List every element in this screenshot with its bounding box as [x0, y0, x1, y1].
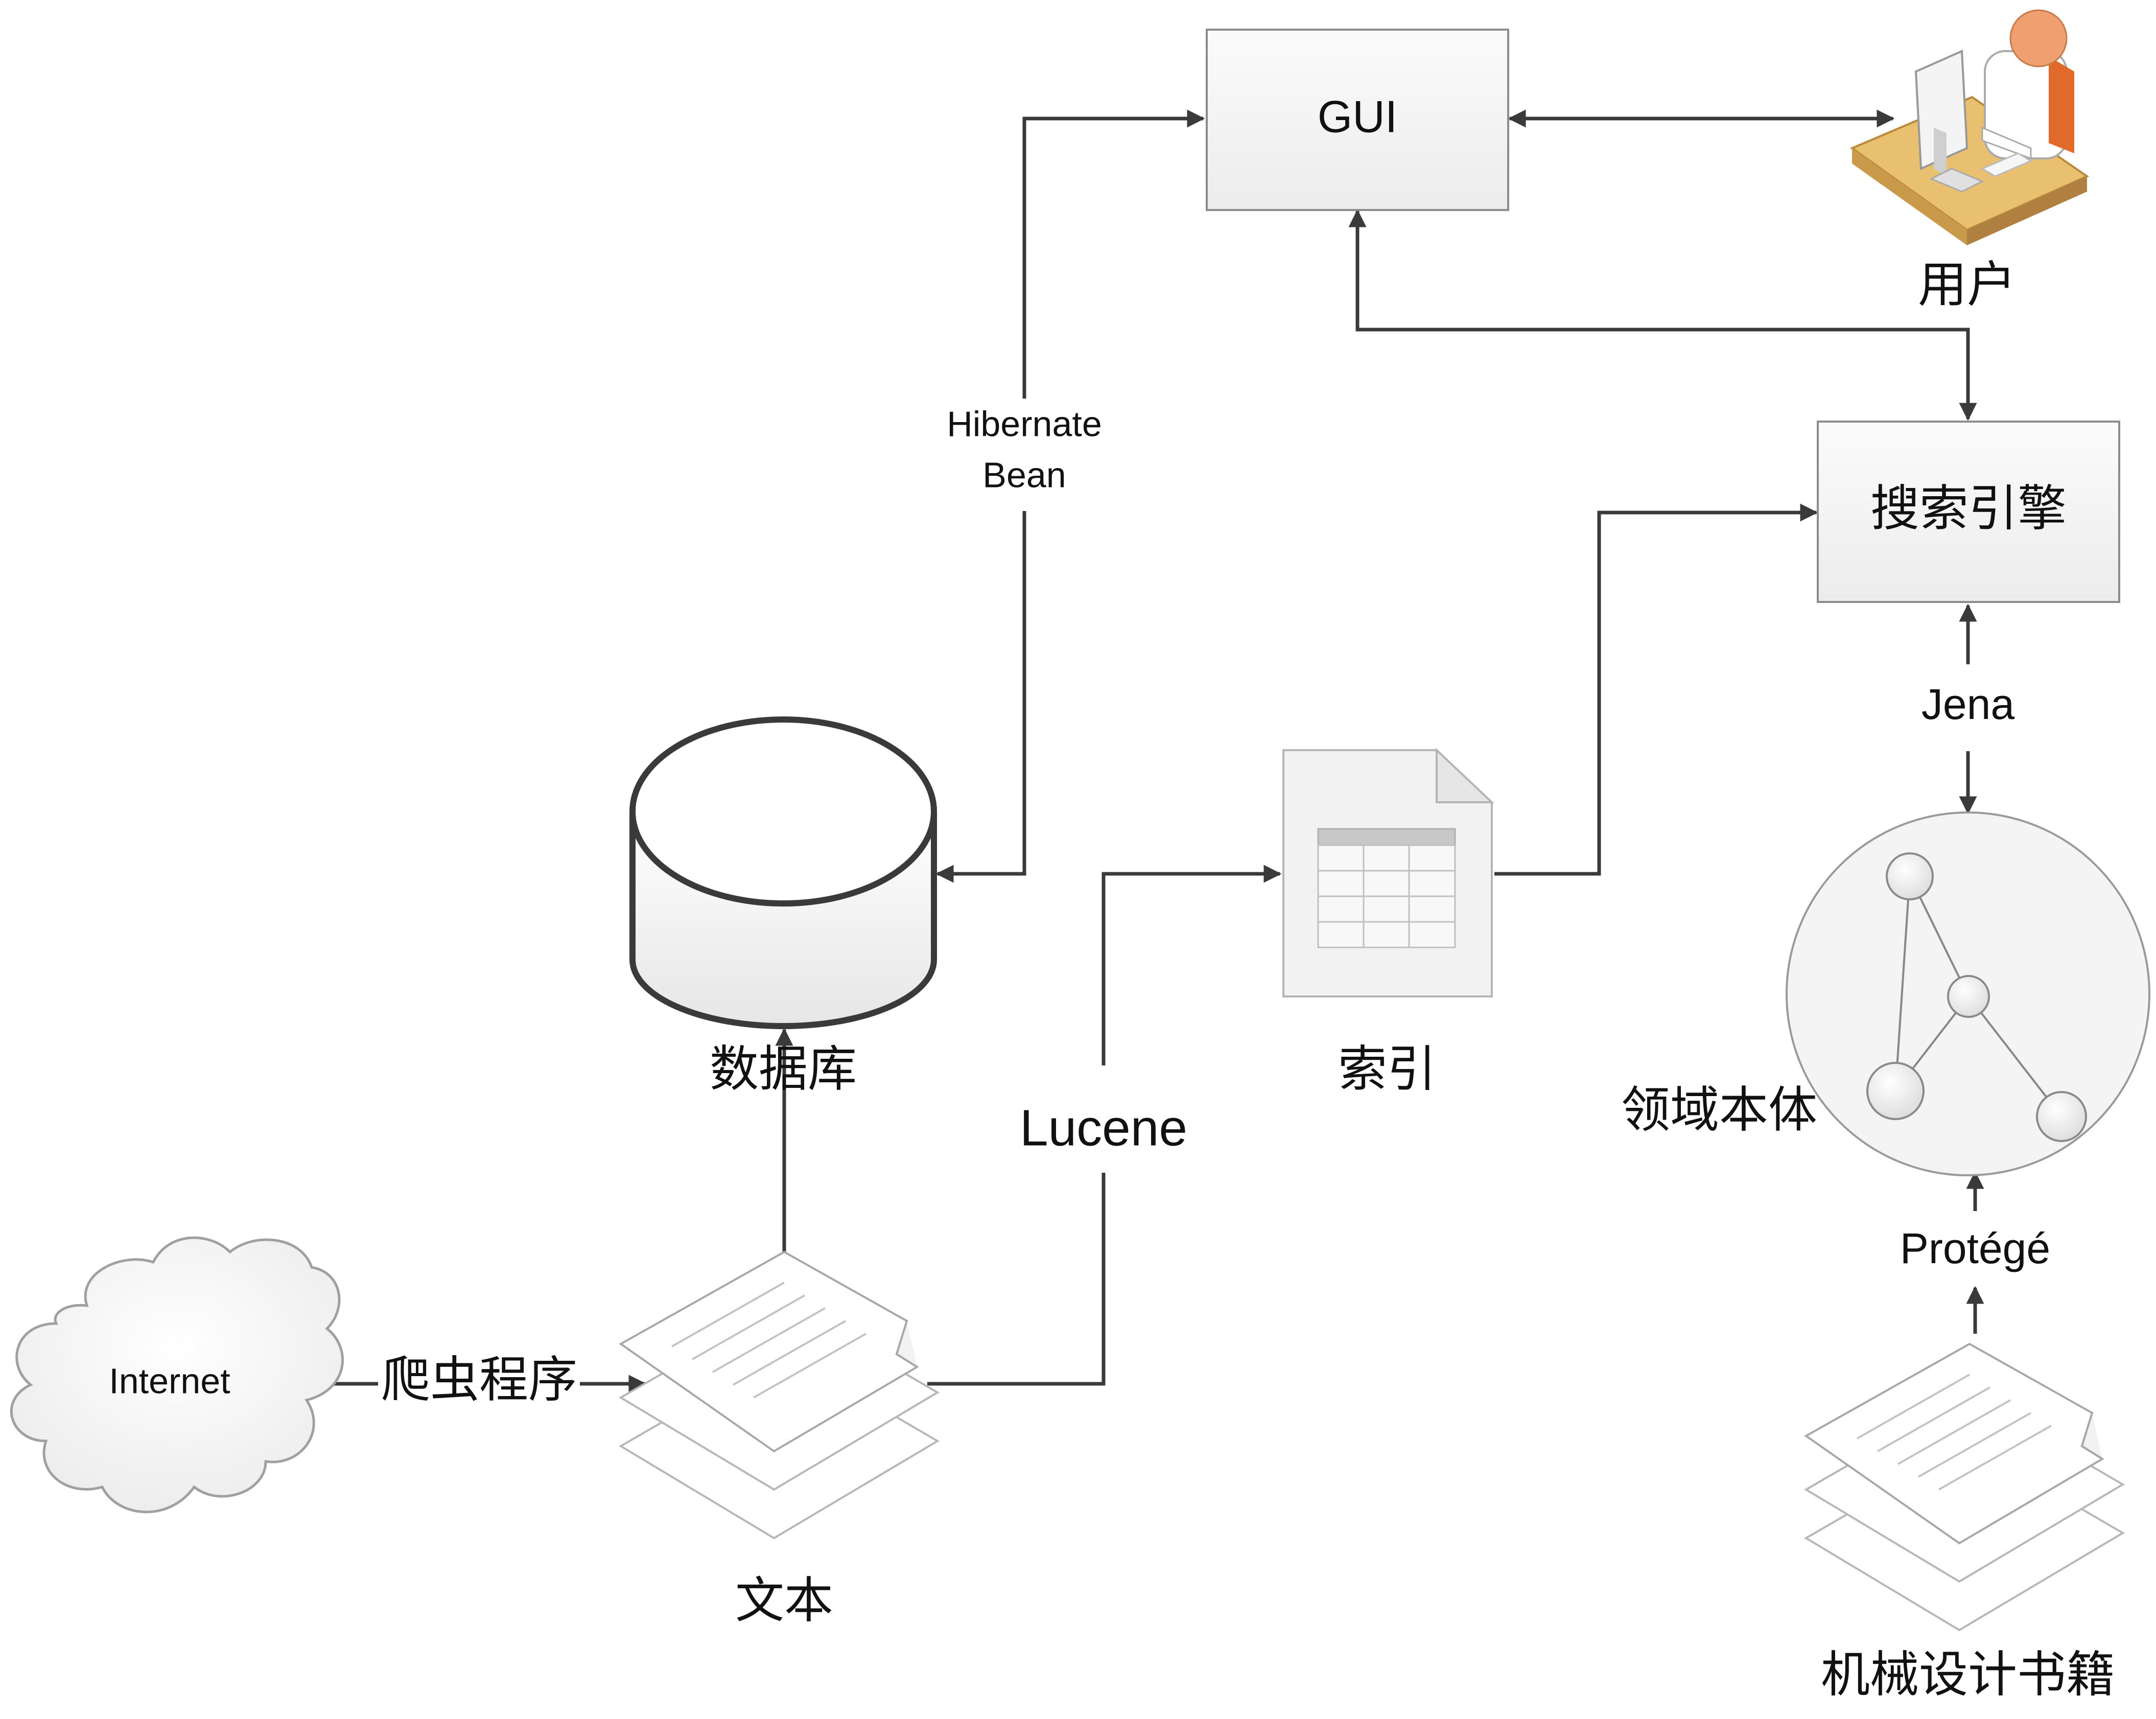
books-label: 机械设计书籍	[1821, 1646, 2115, 1703]
user-label: 用户	[1918, 256, 2016, 313]
edge-hibernate-to-database	[935, 511, 1026, 883]
gui-node: GUI	[1206, 29, 1509, 211]
user-at-desk-icon	[1849, 9, 2090, 245]
database-node: 数据库	[629, 716, 937, 1098]
edge-lucene-to-text	[927, 1173, 1106, 1386]
edge-gui-search-engine	[1348, 209, 1977, 421]
stacked-documents-icon	[1805, 1343, 2124, 1631]
search-engine-node: 搜索引擎	[1817, 421, 2120, 603]
graph-circle-icon	[1786, 811, 2150, 1176]
gui-label: GUI	[1318, 91, 1397, 142]
gui-box	[1206, 29, 1509, 211]
edge-lucene-to-index	[1102, 865, 1282, 1065]
user-node: 用户	[1849, 9, 2090, 313]
books-node: 机械设计书籍	[1805, 1343, 2124, 1703]
protege-label: Protégé	[1900, 1224, 2050, 1272]
search-engine-label: 搜索引擎	[1870, 480, 2067, 537]
text-label: 文本	[735, 1572, 833, 1629]
edge-labels: Hibernate Bean Lucene Jena Protégé 爬虫程序	[381, 399, 2050, 1408]
connectors	[309, 109, 1984, 1393]
hibernate-label-line2: Bean	[982, 455, 1066, 495]
jena-label: Jena	[1921, 680, 2014, 728]
internet-node: Internet	[10, 1236, 344, 1514]
cloud-icon	[10, 1236, 344, 1514]
database-cylinder-icon	[629, 716, 937, 1029]
edge-index-to-search-engine	[1494, 503, 1818, 876]
ontology-label: 领域本体	[1621, 1081, 1817, 1139]
edge-hibernate-to-gui	[1022, 109, 1205, 401]
index-node: 索引	[1282, 748, 1495, 1098]
crawler-label: 爬虫程序	[381, 1351, 577, 1408]
hibernate-label-line1: Hibernate	[947, 404, 1102, 444]
index-label: 索引	[1338, 1040, 1436, 1098]
ontology-node: 领域本体	[1621, 811, 2150, 1176]
text-node: 文本	[620, 1251, 939, 1629]
table-document-icon	[1282, 748, 1495, 997]
stacked-documents-icon	[620, 1251, 939, 1539]
search-engine-box	[1817, 421, 2120, 603]
internet-label: Internet	[109, 1361, 230, 1401]
database-label: 数据库	[710, 1040, 857, 1098]
lucene-label: Lucene	[1020, 1099, 1187, 1156]
